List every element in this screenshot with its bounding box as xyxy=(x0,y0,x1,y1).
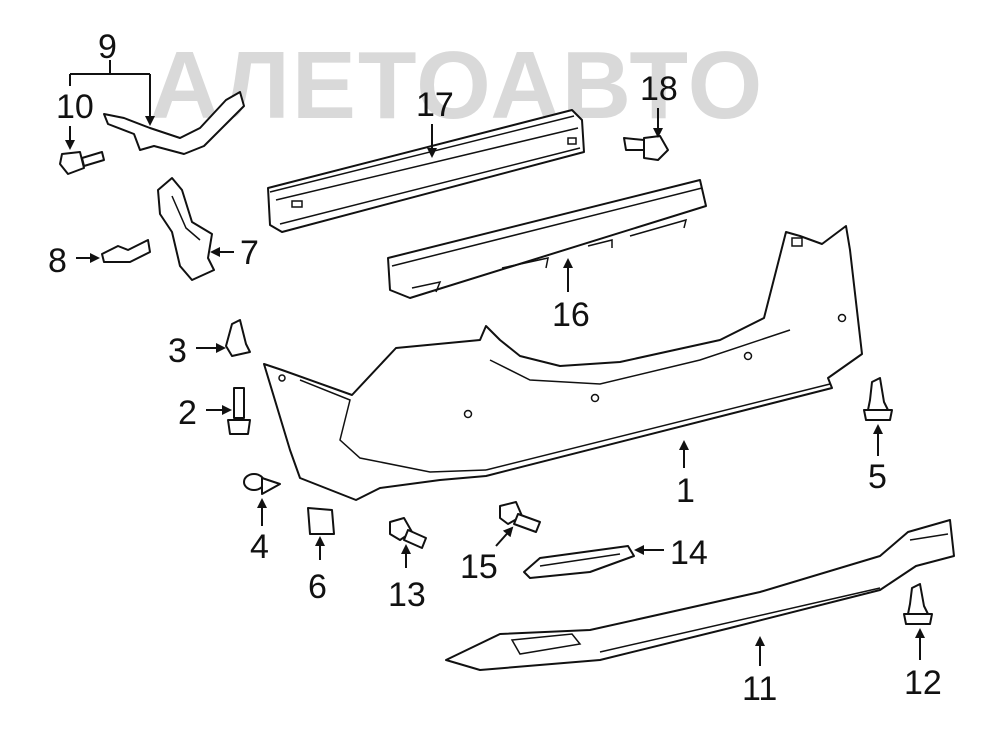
callout-12: 12 xyxy=(904,664,942,702)
clip-part-5 xyxy=(863,377,893,421)
callout-14: 14 xyxy=(670,534,708,572)
callout-7: 7 xyxy=(240,234,259,272)
callout-13: 13 xyxy=(388,576,426,614)
clip-part-12 xyxy=(903,583,933,625)
bolt-part-18 xyxy=(623,135,669,161)
clip-part-4 xyxy=(243,473,281,495)
clip-part-8 xyxy=(101,239,151,263)
callout-18: 18 xyxy=(640,70,678,108)
lower-diffuser xyxy=(445,519,955,671)
reflector xyxy=(523,545,635,579)
callout-8: 8 xyxy=(48,242,67,280)
callout-6: 6 xyxy=(308,568,327,606)
callout-4: 4 xyxy=(250,528,269,566)
bolt-part-10 xyxy=(59,151,105,175)
watermark-text: АЛЕТОАВТО xyxy=(150,32,764,139)
callout-1: 1 xyxy=(676,472,695,510)
bolt-part-13 xyxy=(389,517,427,549)
pad-part-6 xyxy=(307,507,335,535)
bracket-part-7 xyxy=(157,177,215,281)
reinforcement-bar xyxy=(267,109,585,233)
callout-17: 17 xyxy=(416,86,454,124)
energy-absorber xyxy=(387,179,707,299)
callout-10: 10 xyxy=(56,88,94,126)
callout-3: 3 xyxy=(168,332,187,370)
callout-2: 2 xyxy=(178,394,197,432)
callout-5: 5 xyxy=(868,458,887,496)
leader-lines xyxy=(65,60,925,666)
callout-15: 15 xyxy=(460,548,498,586)
callout-11: 11 xyxy=(742,670,777,708)
clip-part-3 xyxy=(225,319,251,357)
bolt-part-15 xyxy=(499,501,541,533)
bumper-cover xyxy=(263,225,863,501)
callout-9: 9 xyxy=(98,28,117,66)
bracket-part-9 xyxy=(103,91,245,155)
bolt-part-2 xyxy=(227,387,251,435)
callout-16: 16 xyxy=(552,296,590,334)
